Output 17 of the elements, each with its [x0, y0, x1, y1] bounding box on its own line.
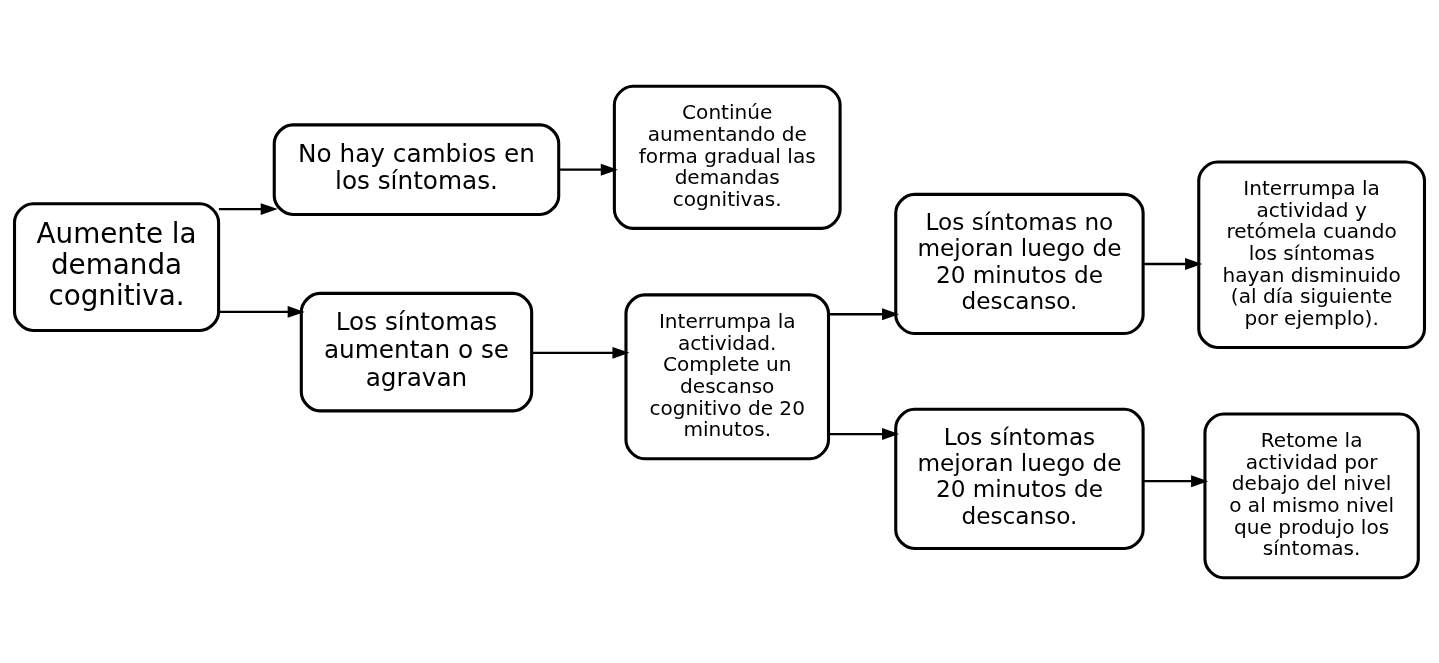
node-box: Interrumpa la actividad y retómela cuando los síntomas hayan disminuido (al día siguiente por ejemplo). — [1197, 159, 1427, 349]
node-box: Continúe aumentando de forma gradual las demandas cognitivas. — [612, 84, 842, 230]
arrow — [218, 202, 278, 215]
node-box: Retome la actividad por debajo del nivel o al mismo nivel que produjo los síntomas. — [1203, 411, 1420, 579]
arrow — [828, 307, 900, 320]
arrow — [559, 163, 618, 176]
arrow — [531, 346, 630, 359]
arrow — [1143, 474, 1209, 487]
arrow — [218, 305, 305, 318]
node-box: Interrumpa la actividad. Complete un descanso cognitivo de 20 minutos. — [624, 292, 831, 460]
arrow — [1143, 257, 1203, 270]
arrow — [828, 427, 900, 440]
node-box: Los síntomas aumentan o se agravan — [299, 291, 534, 412]
node-box: Los síntomas no mejoran luego de 20 minutos de descanso. — [894, 192, 1145, 335]
node-box: Los síntomas mejoran luego de 20 minutos de descanso. — [894, 407, 1145, 550]
node-box: Aumente la demanda cognitiva. — [12, 201, 221, 332]
node-box: No hay cambios en los síntomas. — [272, 122, 561, 216]
